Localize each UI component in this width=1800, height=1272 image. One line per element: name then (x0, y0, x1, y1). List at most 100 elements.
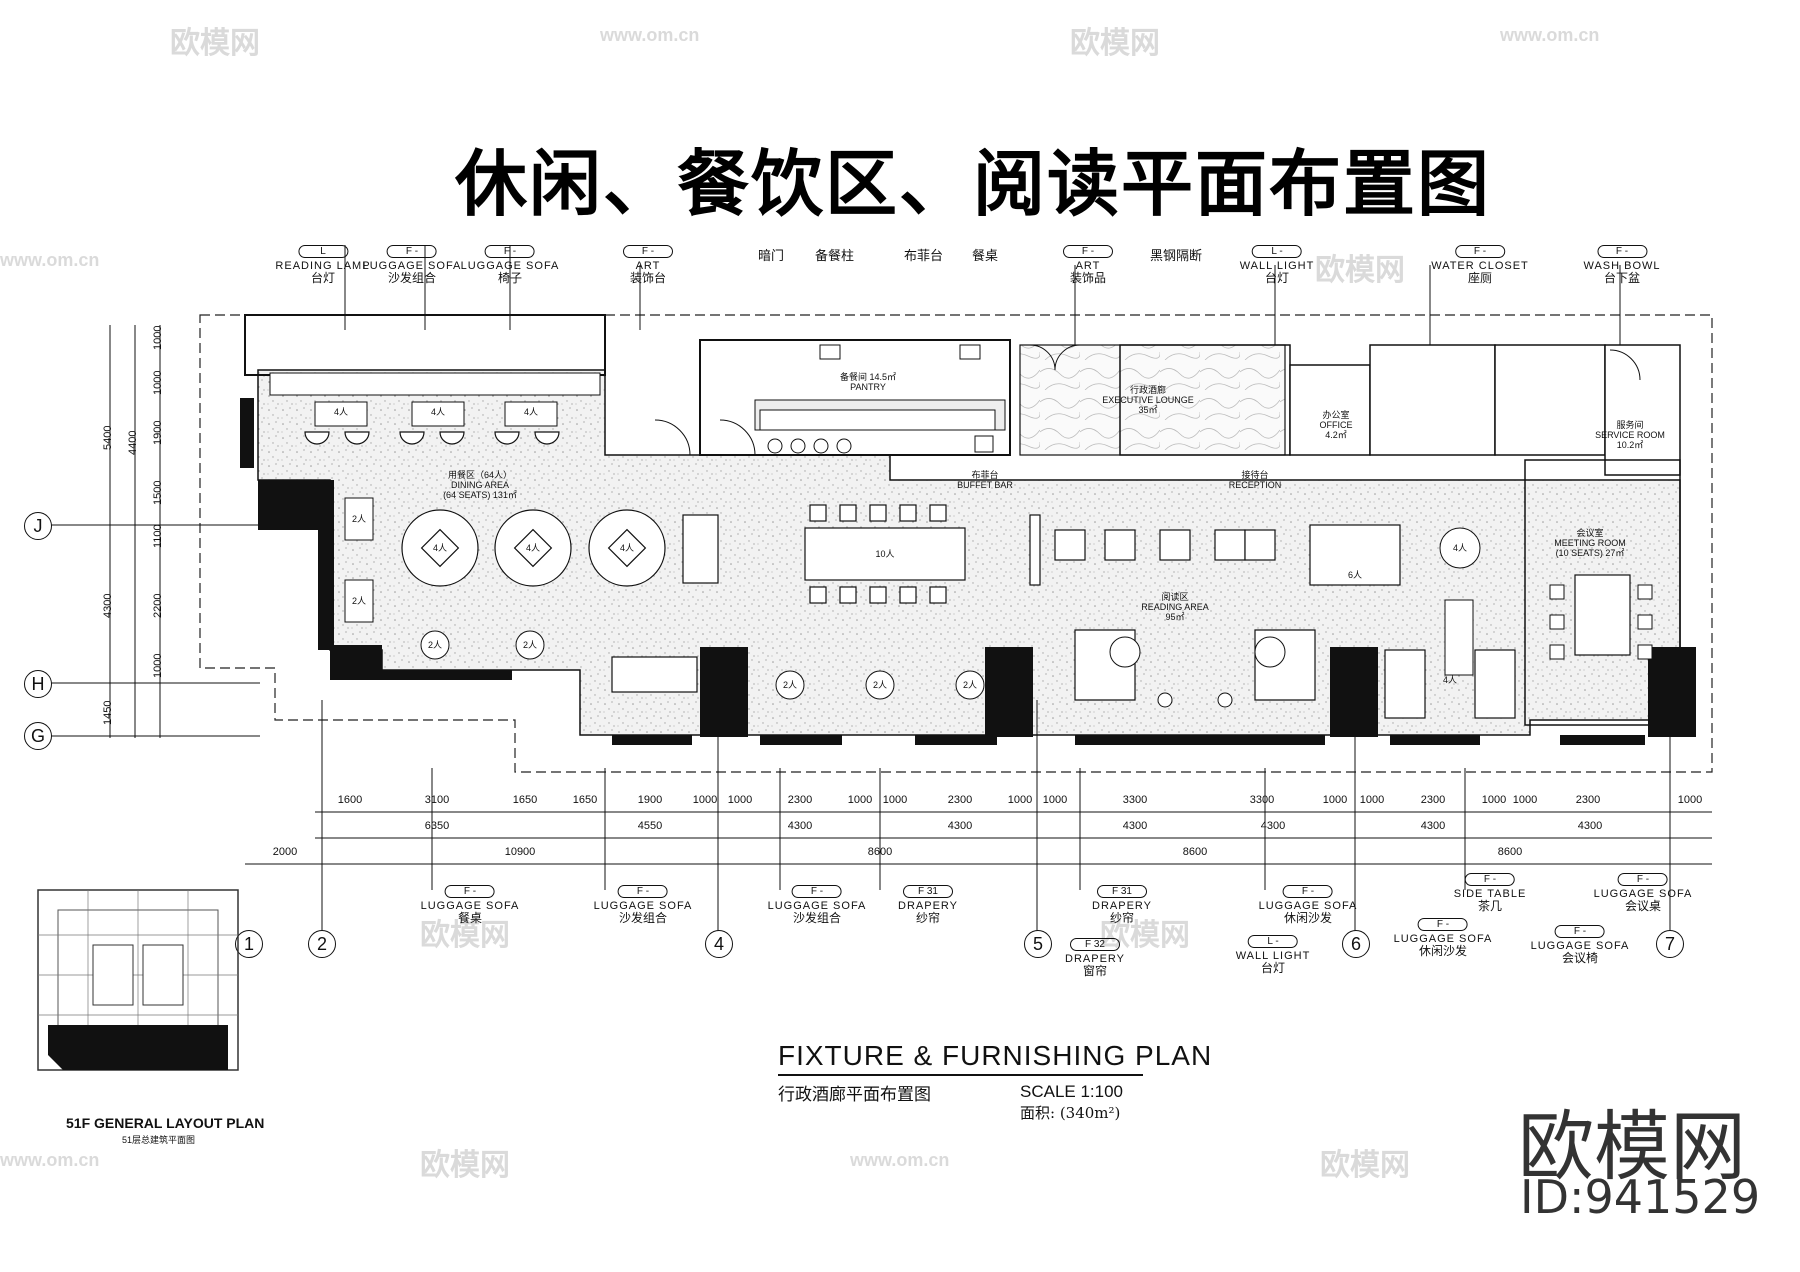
tag-code: F 31 (1096, 885, 1147, 898)
vertical-dimension: 1000 (152, 370, 164, 395)
tag-code: F - (1465, 873, 1515, 886)
tag-luggage-sofa: F - LUGGAGE SOFA 沙发组合 (363, 245, 462, 284)
vertical-dimension: 5400 (102, 425, 114, 450)
dimension-value: 3300 (1122, 794, 1148, 806)
dimension-value: 1000 (882, 794, 908, 806)
key-plan-subtitle: 51层总建筑平面图 (122, 1135, 196, 1145)
room-label-service: 服务间 SERVICE ROOM 10.2㎡ (1595, 420, 1665, 450)
seat-label: 4人 (333, 407, 349, 417)
seat-label: 4人 (619, 543, 635, 553)
dimension-value: 8600 (867, 846, 893, 858)
tag-code: F - (1555, 925, 1605, 938)
tag-code: F - (1596, 245, 1647, 258)
tag-luggage-sofa: F - LUGGAGE SOFA 椅子 (461, 245, 560, 284)
dimension-value: 1000 (1042, 794, 1068, 806)
seat-label: 2人 (351, 596, 367, 606)
dimension-value: 4300 (1260, 820, 1286, 832)
seat-label: 2人 (427, 640, 443, 650)
tag-cn: 台灯 (1260, 961, 1285, 975)
tag-luggage-sofa: F - LUGGAGE SOFA 休闲沙发 (1394, 918, 1493, 957)
grid-col-bubble: 4 (705, 930, 733, 958)
plan-title: FIXTURE & FURNISHING PLAN (778, 1040, 1213, 1071)
dimension-value: 4550 (637, 820, 663, 832)
watermark: 欧模网 (1320, 1149, 1410, 1182)
tag-wash-bowl: F - WASH BOWL 台下盆 (1583, 245, 1660, 284)
tag-art: F - ART 装饰台 (623, 245, 673, 284)
vertical-dimension: 2200 (152, 593, 164, 618)
tag-code: L - (1252, 245, 1302, 258)
vertical-dimension: 1500 (152, 480, 164, 505)
seat-label: 4人 (525, 543, 541, 553)
tag-side-table: F - SIDE TABLE 茶几 (1454, 873, 1527, 912)
seat-label: 4人 (430, 407, 446, 417)
tag-code: F - (623, 245, 673, 258)
room-label-executive-lounge: 行政酒廊 EXECUTIVE LOUNGE 35㎡ (1102, 385, 1194, 415)
tag-code: F - (1283, 885, 1333, 898)
vertical-dimension: 1450 (102, 700, 114, 725)
dimension-value: 1000 (1677, 794, 1703, 806)
dimension-value: 4300 (787, 820, 813, 832)
tag-wall-light: L - WALL LIGHT 台灯 (1236, 935, 1311, 974)
seat-label: 6人 (1347, 570, 1363, 580)
room-label-reception: 接待台 RECEPTION (1228, 470, 1282, 490)
tag-luggage-sofa: F - LUGGAGE SOFA 会议椅 (1531, 925, 1630, 964)
tag-cn: 台灯 (1264, 271, 1289, 285)
seat-label: 2人 (782, 680, 798, 690)
tag-code: F - (387, 245, 437, 258)
watermark: 欧模网 (420, 1149, 510, 1182)
dimension-value: 2300 (1575, 794, 1601, 806)
dimension-value: 1650 (572, 794, 598, 806)
note-hidden-door: 暗门 (758, 249, 785, 264)
watermark: 欧模网 (170, 27, 260, 60)
tag-cn: 沙发组合 (387, 271, 436, 285)
tag-en: LUGGAGE SOFA (1593, 888, 1693, 900)
dimension-value: 1000 (692, 794, 718, 806)
tag-code: F - (445, 885, 495, 898)
dimension-value: 4300 (1122, 820, 1148, 832)
seat-label: 2人 (522, 640, 538, 650)
tag-code: F 32 (1069, 938, 1120, 951)
tag-cn: 椅子 (497, 271, 522, 285)
tag-en: WALL LIGHT (1235, 950, 1311, 962)
grid-col-bubble: 1 (235, 930, 263, 958)
tag-en: LUGGAGE SOFA (362, 260, 462, 272)
tag-cn: 会议椅 (1561, 951, 1598, 965)
tag-water-closet: F - WATER CLOSET 座厕 (1431, 245, 1529, 284)
seat-label: 2人 (351, 514, 367, 524)
tag-drapery: F 31 DRAPERY 纱帘 (1092, 885, 1152, 924)
tag-wall-light: L - WALL LIGHT 台灯 (1240, 245, 1315, 284)
tag-en: ART (1075, 260, 1101, 272)
tag-en: DRAPERY (1092, 900, 1152, 912)
dimension-value: 3300 (1249, 794, 1275, 806)
tag-luggage-sofa: F - LUGGAGE SOFA 休闲沙发 (1259, 885, 1358, 924)
seat-label: 2人 (962, 680, 978, 690)
key-plan (37, 889, 239, 1071)
dimension-value: 1000 (847, 794, 873, 806)
tag-cn: 餐桌 (457, 911, 482, 925)
tag-cn: 休闲沙发 (1283, 911, 1332, 925)
note-buffet: 布菲台 (904, 249, 944, 264)
tag-code: L - (1248, 935, 1298, 948)
grid-row-bubble: H (24, 670, 52, 698)
tag-cn: 会议桌 (1624, 899, 1661, 913)
tag-luggage-sofa: F - LUGGAGE SOFA 餐桌 (421, 885, 520, 924)
note-steel-partition: 黑钢隔断 (1150, 249, 1203, 264)
tag-en: WASH BOWL (1583, 260, 1661, 272)
grid-col-bubble: 5 (1024, 930, 1052, 958)
dimension-value: 1000 (1007, 794, 1033, 806)
dimension-value: 3100 (424, 794, 450, 806)
tag-en: DRAPERY (1065, 953, 1125, 965)
plan-scale: SCALE 1:100 (1020, 1082, 1124, 1101)
tag-en: LUGGAGE SOFA (1258, 900, 1358, 912)
seat-label: 4人 (1452, 543, 1468, 553)
tag-en: LUGGAGE SOFA (1530, 940, 1630, 952)
tag-cn: 茶几 (1477, 899, 1502, 913)
room-label-reading: 阅读区 READING AREA 95㎡ (1141, 592, 1209, 622)
tag-cn: 装饰品 (1069, 271, 1106, 285)
vertical-dimension: 4300 (102, 593, 114, 618)
grid-col-bubble: 6 (1342, 930, 1370, 958)
watermark-url: www.om.cn (600, 25, 700, 45)
note-dining-table: 餐桌 (972, 249, 999, 264)
grid-col-bubble: 2 (308, 930, 336, 958)
